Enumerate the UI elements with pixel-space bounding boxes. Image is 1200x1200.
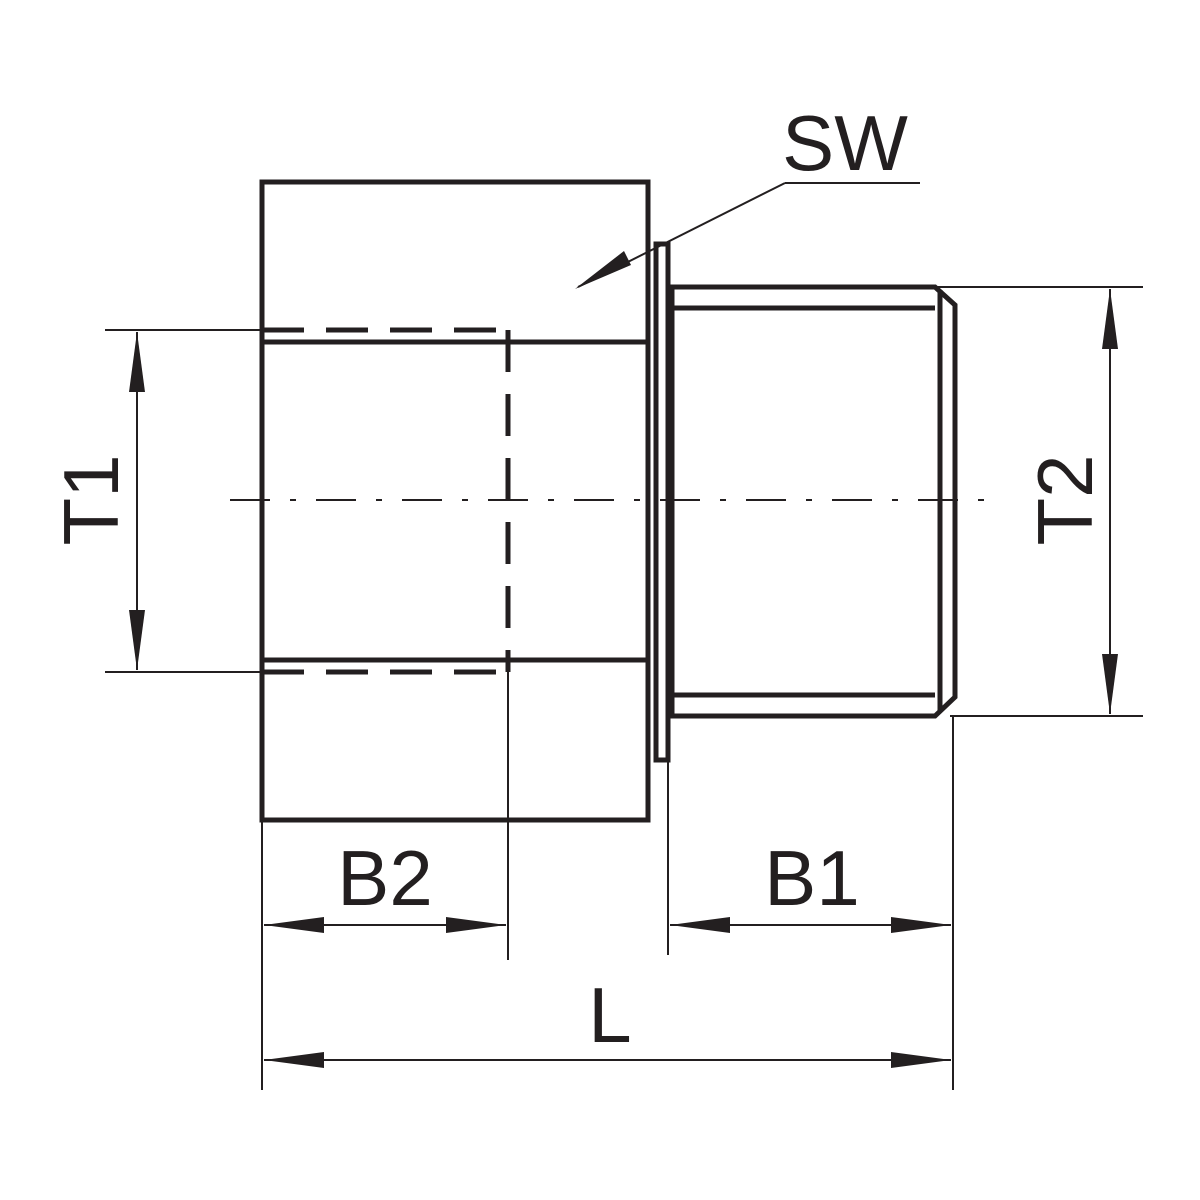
sw-label: SW: [782, 99, 908, 187]
b2-arrow-right: [446, 917, 506, 933]
t2-arrow-top: [1102, 289, 1118, 349]
b1-label: B1: [764, 834, 859, 922]
sw-leader-arrow: [575, 251, 631, 289]
t1-label: T1: [47, 454, 135, 545]
b2-label: B2: [337, 834, 432, 922]
flange: [653, 241, 671, 763]
t1-arrow-bottom: [129, 610, 145, 670]
t2-arrow-bottom: [1102, 654, 1118, 714]
t1-arrow-top: [129, 332, 145, 392]
b2-arrow-left: [264, 917, 324, 933]
b1-arrow-left: [670, 917, 730, 933]
b1-arrow-right: [891, 917, 951, 933]
l-arrow-left: [264, 1052, 324, 1068]
l-arrow-right: [891, 1052, 951, 1068]
t2-label: T2: [1021, 454, 1109, 545]
threaded-spigot: [669, 284, 958, 719]
l-label: L: [588, 971, 631, 1059]
